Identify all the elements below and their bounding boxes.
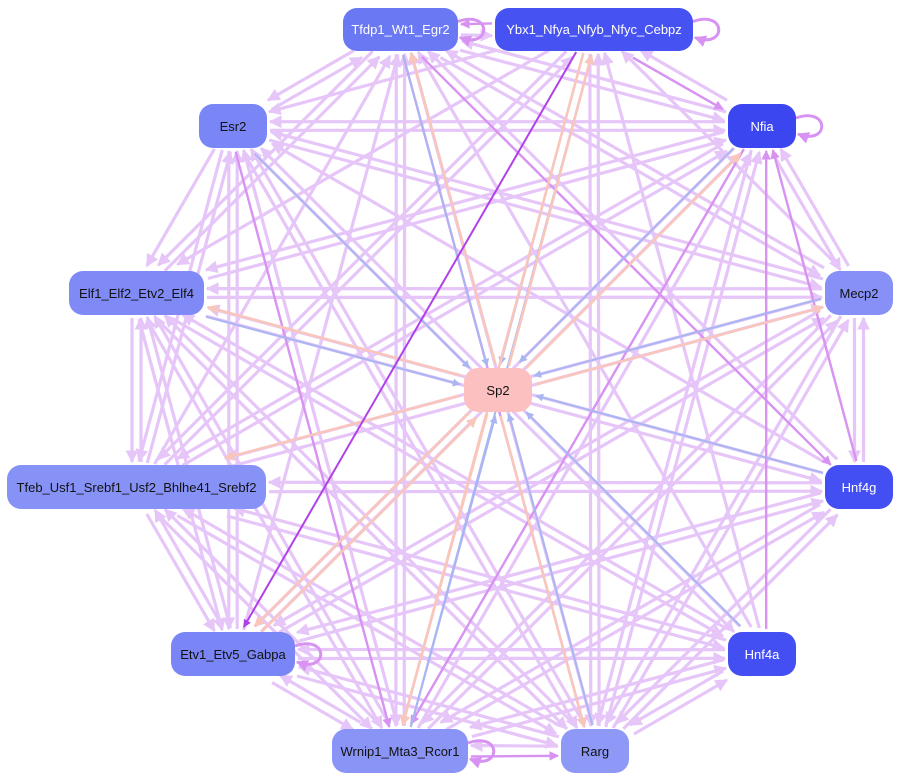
edge-wrnip1-esr2	[240, 148, 399, 726]
edge-esr2-tfdp1	[271, 56, 364, 111]
edge-tfdp1-sp2	[402, 54, 490, 367]
edge-hnf4a-tfdp1	[416, 50, 753, 628]
edge-nfia-mecp2	[771, 152, 842, 272]
edge-ybx1-rarg	[584, 53, 598, 728]
edge-wrnip1-elf1	[153, 314, 391, 725]
edge-wrnip1-nfia	[416, 151, 753, 729]
edge-rarg-mecp2	[611, 318, 850, 729]
edge-rarg-hnf4g	[622, 513, 839, 730]
edge-ybx1-esr2	[267, 48, 498, 115]
node-wrnip1[interactable]: Wrnip1_Mta3_Rcor1	[332, 729, 468, 773]
edge-etv1-tfdp1	[242, 53, 402, 631]
edge-rarg-ybx1	[591, 52, 605, 727]
edge-rarg-elf1	[163, 314, 575, 725]
edge-etv1-sp2	[260, 416, 478, 633]
edge-elf1-hnf4a	[176, 320, 725, 638]
edge-wrnip1-sp2	[409, 415, 498, 728]
edge-sp2-rarg	[499, 415, 587, 729]
edge-esr2-sp2	[253, 153, 471, 369]
edge-tfeb-etv1	[145, 513, 216, 633]
edge-nfia-rarg	[594, 149, 753, 727]
edge-sp2-etv1	[253, 411, 471, 628]
edge-nfia-wrnip1	[409, 148, 745, 725]
edge-rarg-nfia	[604, 150, 763, 728]
node-etv1[interactable]: Etv1_Etv5_Gabpa	[171, 632, 295, 676]
edge-ybx1-nfia	[632, 56, 724, 111]
node-mecp2[interactable]: Mecp2	[825, 271, 893, 315]
edge-mecp2-nfia	[779, 147, 850, 267]
edge-esr2-rarg	[242, 152, 579, 730]
node-rarg[interactable]: Rarg	[561, 729, 629, 773]
edge-ybx1-tfdp1	[460, 19, 493, 29]
self-loop-tfdp1	[457, 17, 486, 47]
edge-elf1-rarg	[157, 319, 568, 730]
edge-mecp2-sp2	[533, 297, 822, 378]
edge-sp2-nfia	[525, 152, 742, 369]
node-sp2[interactable]: Sp2	[464, 368, 532, 412]
self-loop-wrnip1	[467, 739, 496, 769]
edge-mecp2-tfdp1	[444, 49, 825, 270]
edge-rarg-etv1	[297, 663, 560, 739]
edge-hnf4a-tfeb	[232, 504, 727, 642]
edge-etv1-mecp2	[278, 316, 826, 634]
edge-hnf4g-sp2	[535, 393, 824, 474]
edge-tfdp1-esr2	[266, 49, 355, 102]
edge-hnf4g-tfeb	[267, 475, 823, 489]
edge-esr2-wrnip1	[234, 151, 392, 728]
edge-etv1-wrnip1	[271, 681, 354, 731]
node-tfdp1[interactable]: Tfdp1_Wt1_Egr2	[343, 8, 458, 51]
edge-tfdp1-ybx1	[460, 28, 494, 42]
edge-etv1-tfeb	[153, 508, 225, 628]
edge-sp2-tfdp1	[408, 51, 497, 365]
edge-hnf4a-ybx1	[601, 51, 761, 629]
node-hnf4g[interactable]: Hnf4g	[825, 465, 893, 509]
edge-sp2-wrnip1	[400, 413, 489, 727]
node-tfeb[interactable]: Tfeb_Usf1_Srebf1_Usf2_Bhlhe41_Srebf2	[7, 465, 266, 509]
edge-tfdp1-hnf4g	[421, 55, 832, 466]
edge-tfeb-ybx1	[163, 55, 574, 466]
edge-hnf4a-rarg	[628, 669, 724, 727]
edge-esr2-elf1	[145, 148, 216, 268]
node-nfia[interactable]: Nfia	[728, 104, 796, 148]
edge-rarg-hnf4a	[633, 678, 729, 736]
edge-nfia-ybx1	[639, 49, 728, 102]
edge-wrnip1-etv1	[279, 674, 362, 724]
edge-tfeb-nfia	[181, 149, 729, 467]
edge-nfia-elf1	[204, 130, 725, 274]
edge-etv1-hnf4g	[298, 497, 825, 643]
self-loop-nfia	[795, 114, 824, 144]
edge-rarg-sp2	[506, 413, 594, 726]
edge-sp2-elf1	[206, 304, 463, 378]
edge-wrnip1-rarg	[470, 751, 559, 761]
edge-elf1-tfdp1	[163, 55, 381, 272]
edge-rarg-esr2	[249, 147, 586, 725]
node-esr2[interactable]: Esr2	[199, 104, 267, 148]
edge-tfdp1-nfia	[459, 48, 726, 124]
edge-nfia-sp2	[518, 147, 735, 363]
edge-hnf4a-sp2	[525, 411, 742, 627]
edge-wrnip1-tfeb	[163, 508, 380, 725]
edge-ybx1-etv1	[242, 51, 578, 628]
edge-nfia-tfeb	[176, 142, 724, 460]
edge-hnf4g-tfdp1	[427, 50, 839, 461]
edge-hnf4a-elf1	[181, 313, 728, 631]
edge-rarg-wrnip1	[469, 739, 559, 752]
edge-wrnip1-mecp2	[427, 319, 839, 730]
edge-rarg-tfeb	[181, 507, 561, 728]
node-hnf4a[interactable]: Hnf4a	[728, 632, 796, 676]
edge-tfeb-hnf4a	[226, 514, 726, 652]
edge-nfia-tfdp1	[460, 37, 727, 114]
edge-sp2-ybx1	[507, 53, 595, 367]
node-ybx1[interactable]: Ybx1_Nfya_Nfyb_Nfyc_Cebpz	[495, 8, 693, 51]
node-elf1[interactable]: Elf1_Elf2_Etv2_Elf4	[69, 271, 204, 315]
edge-hnf4g-esr2	[270, 142, 825, 464]
edge-elf1-sp2	[205, 315, 461, 387]
self-loop-etv1	[294, 642, 323, 672]
self-loop-ybx1	[692, 17, 721, 47]
edge-hnf4g-rarg	[615, 508, 832, 725]
edge-sp2-tfeb	[223, 394, 461, 461]
edge-sp2-mecp2	[535, 304, 825, 386]
